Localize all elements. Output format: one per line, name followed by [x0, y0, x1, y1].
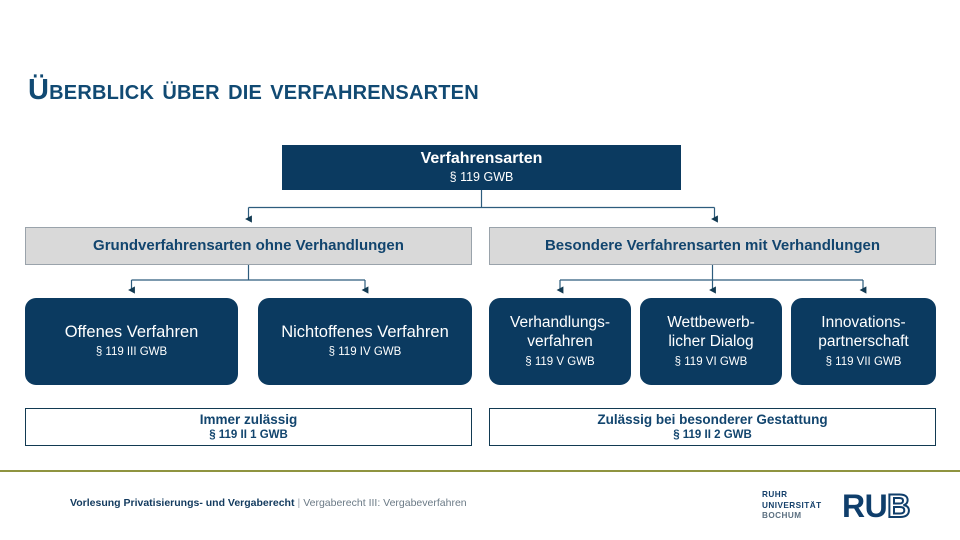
node-title-line2: partnerschaft	[818, 332, 909, 350]
rub-logo: RUHR UNIVERSITÄT BOCHUM RUB	[762, 489, 940, 523]
node-title-line1: Verhandlungs-	[510, 313, 610, 331]
node-nichtoffenes-verfahren[interactable]: Nichtoffenes Verfahren § 119 IV GWB	[258, 298, 472, 385]
footer-divider	[0, 470, 960, 472]
node-verfahrensarten[interactable]: Verfahrensarten § 119 GWB	[282, 145, 681, 190]
node-title-line1: Innovations-	[821, 313, 906, 331]
note-title: Zulässig bei besonderer Gestattung	[597, 411, 828, 427]
note-zulaessig-bei-gestattung[interactable]: Zulässig bei besonderer Gestattung § 119…	[489, 408, 936, 446]
footer-topic: Vergaberecht III: Vergabeverfahren	[303, 497, 467, 509]
rub-wordmark-line3: BOCHUM	[762, 511, 802, 521]
footer-course: Vorlesung Privatisierungs- und Vergabere…	[70, 497, 295, 509]
node-title-line2: verfahren	[527, 332, 593, 350]
node-citation: § 119 VI GWB	[674, 355, 748, 368]
rub-wordmark-line2: UNIVERSITÄT	[762, 500, 822, 510]
note-title: Immer zulässig	[199, 411, 298, 427]
node-citation: § 119 IV GWB	[328, 346, 402, 359]
footer-separator: |	[297, 497, 301, 509]
node-citation: § 119 GWB	[449, 170, 514, 185]
node-title-line2: licher Dialog	[668, 332, 754, 350]
node-offenes-verfahren[interactable]: Offenes Verfahren § 119 III GWB	[25, 298, 238, 385]
note-citation: § 119 II 1 GWB	[209, 428, 288, 441]
node-title: Verfahrensarten	[420, 150, 543, 168]
group-title: Besondere Verfahrensarten mit Verhandlun…	[544, 237, 881, 255]
node-verhandlungsverfahren[interactable]: Verhandlungs- verfahren § 119 V GWB	[489, 298, 631, 385]
node-citation: § 119 V GWB	[525, 355, 595, 368]
node-wettbewerblicher-dialog[interactable]: Wettbewerb- licher Dialog § 119 VI GWB	[640, 298, 782, 385]
rub-wordmark-line1: RUHR	[762, 490, 788, 500]
page-title: Überblick über die Verfahrensarten	[28, 74, 479, 106]
group-grundverfahrensarten[interactable]: Grundverfahrensarten ohne Verhandlungen	[25, 227, 472, 265]
node-title-line1: Wettbewerb-	[667, 313, 755, 331]
rub-monogram-ru: RU	[842, 488, 888, 524]
rub-monogram: RUB	[842, 488, 911, 524]
group-title: Grundverfahrensarten ohne Verhandlungen	[93, 237, 404, 255]
node-citation: § 119 III GWB	[95, 346, 168, 359]
node-innovationspartnerschaft[interactable]: Innovations- partnerschaft § 119 VII GWB	[791, 298, 936, 385]
group-besondere-verfahrensarten[interactable]: Besondere Verfahrensarten mit Verhandlun…	[489, 227, 936, 265]
footer-caption: Vorlesung Privatisierungs- und Vergabere…	[70, 497, 467, 509]
node-title: Offenes Verfahren	[64, 322, 199, 341]
node-citation: § 119 VII GWB	[825, 355, 902, 368]
note-immer-zulaessig[interactable]: Immer zulässig § 119 II 1 GWB	[25, 408, 472, 446]
note-citation: § 119 II 2 GWB	[673, 428, 752, 441]
rub-monogram-b: B	[886, 488, 911, 524]
rub-wordmark: RUHR UNIVERSITÄT BOCHUM	[762, 490, 834, 522]
node-title: Nichtoffenes Verfahren	[281, 322, 449, 341]
